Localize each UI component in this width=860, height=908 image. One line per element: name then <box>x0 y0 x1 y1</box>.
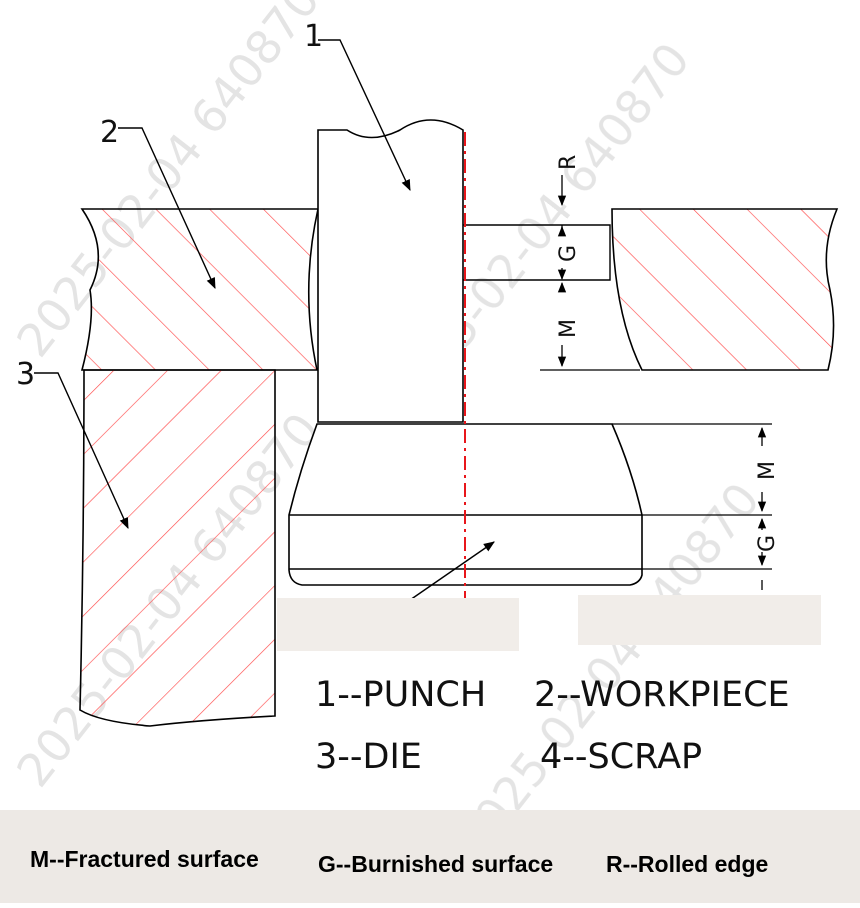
label-die-num: 3 <box>16 357 35 392</box>
mask-left <box>277 598 519 651</box>
leader-die <box>34 372 129 530</box>
leader-punch <box>318 39 411 192</box>
label-workpiece-num: 2 <box>100 115 119 150</box>
punch <box>317 119 464 423</box>
caption-rolled: R--Rolled edge <box>606 851 769 877</box>
leader-workpiece <box>118 127 216 290</box>
dim-g-upper: G <box>556 245 581 262</box>
legend-workpiece: 2--WORKPIECE <box>534 675 790 715</box>
caption-burnished: G--Burnished surface <box>318 851 554 877</box>
legend-punch: 1--PUNCH <box>315 675 486 715</box>
workpiece-left <box>80 208 319 371</box>
leader-scrap <box>409 541 495 601</box>
dimension-lower <box>612 423 772 590</box>
dimension-upper <box>540 175 640 371</box>
die <box>79 369 276 727</box>
legend-die: 3--DIE <box>315 737 422 777</box>
leaders <box>34 39 495 601</box>
dim-r-upper: R <box>556 155 581 170</box>
dim-m-upper: M <box>556 319 581 338</box>
dim-m-lower: M <box>755 461 780 480</box>
workpiece-right <box>611 208 839 371</box>
caption-fractured: M--Fractured surface <box>30 846 259 872</box>
legend-scrap: 4--SCRAP <box>540 737 702 777</box>
dim-g-lower: G <box>755 535 780 552</box>
label-punch-num: 1 <box>304 19 323 54</box>
burnish-band <box>463 224 611 281</box>
mask-right <box>578 595 821 645</box>
caption-bar <box>0 810 860 903</box>
